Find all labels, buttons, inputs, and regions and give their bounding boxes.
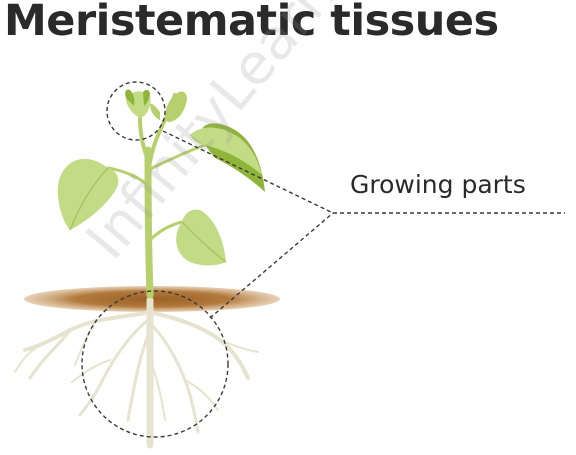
bud-leaf-right (165, 91, 187, 122)
pointer-lines (162, 130, 565, 319)
stem (106, 93, 207, 299)
root-tip-circle (81, 290, 229, 438)
bud-leaf-small (150, 103, 160, 120)
root-system (14, 296, 259, 449)
shoot-tip-circle (106, 81, 166, 141)
page-title: Meristematic tissues (4, 0, 499, 46)
growing-parts-label: Growing parts (350, 170, 526, 199)
right-lower-leaf (176, 209, 226, 266)
leaves (57, 89, 265, 266)
